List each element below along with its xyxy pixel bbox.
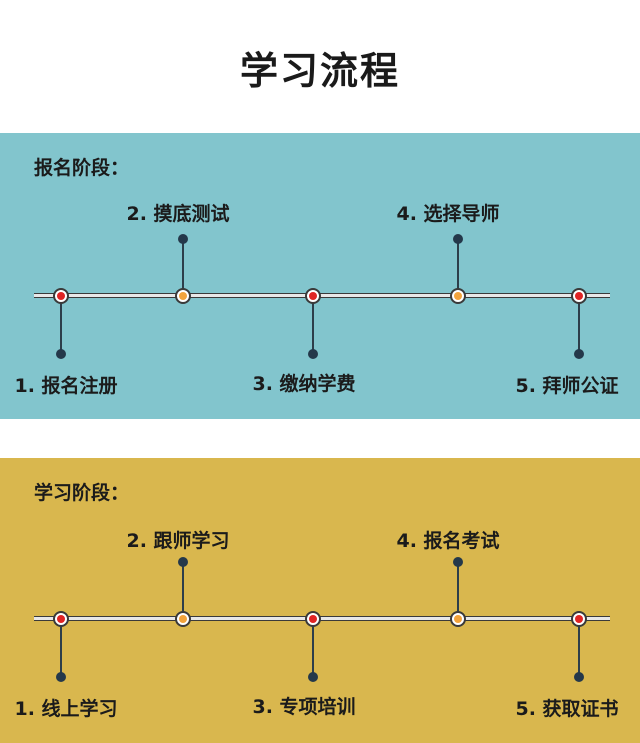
connector-line xyxy=(60,626,62,676)
connector-end-dot xyxy=(308,349,318,359)
stage-label: 学习阶段： xyxy=(34,482,130,504)
step-5-label: 5. 获取证书 xyxy=(515,698,619,720)
connector-end-dot xyxy=(453,557,463,567)
step-1-label: 1. 线上学习 xyxy=(14,698,118,720)
connector-end-dot xyxy=(178,557,188,567)
registration-stage-panel: 报名阶段： 1. 报名注册 2. 摸底测试 3. 缴纳学费 4. 选择导师 5.… xyxy=(0,133,640,419)
connector-end-dot xyxy=(308,672,318,682)
connector-line xyxy=(60,303,62,353)
timeline-node-4 xyxy=(450,611,466,627)
connector-line xyxy=(457,563,459,613)
page-title: 学习流程 xyxy=(239,49,400,93)
connector-end-dot xyxy=(574,672,584,682)
stage-label: 报名阶段： xyxy=(34,157,130,179)
connector-end-dot xyxy=(453,234,463,244)
connector-end-dot xyxy=(178,234,188,244)
step-4-label: 4. 选择导师 xyxy=(396,203,500,225)
step-5-label: 5. 拜师公证 xyxy=(515,375,619,397)
connector-line xyxy=(457,240,459,290)
step-2-label: 2. 摸底测试 xyxy=(126,203,230,225)
connector-end-dot xyxy=(574,349,584,359)
connector-line xyxy=(312,303,314,353)
connector-line xyxy=(182,563,184,613)
timeline-node-4 xyxy=(450,288,466,304)
connector-end-dot xyxy=(56,349,66,359)
timeline-node-2 xyxy=(175,611,191,627)
timeline-node-2 xyxy=(175,288,191,304)
timeline-node-1 xyxy=(53,288,69,304)
connector-line xyxy=(182,240,184,290)
timeline-node-5 xyxy=(571,288,587,304)
step-4-label: 4. 报名考试 xyxy=(396,530,500,552)
learning-stage-panel: 学习阶段： 1. 线上学习 2. 跟师学习 3. 专项培训 4. 报名考试 5.… xyxy=(0,458,640,743)
timeline-node-3 xyxy=(305,288,321,304)
connector-line xyxy=(578,626,580,676)
connector-line xyxy=(312,626,314,676)
connector-end-dot xyxy=(56,672,66,682)
step-1-label: 1. 报名注册 xyxy=(14,375,118,397)
timeline-node-5 xyxy=(571,611,587,627)
connector-line xyxy=(578,303,580,353)
timeline-line xyxy=(34,616,610,621)
step-2-label: 2. 跟师学习 xyxy=(126,530,230,552)
step-3-label: 3. 缴纳学费 xyxy=(252,373,356,395)
timeline-node-3 xyxy=(305,611,321,627)
timeline-line xyxy=(34,293,610,298)
timeline-node-1 xyxy=(53,611,69,627)
step-3-label: 3. 专项培训 xyxy=(252,696,356,718)
